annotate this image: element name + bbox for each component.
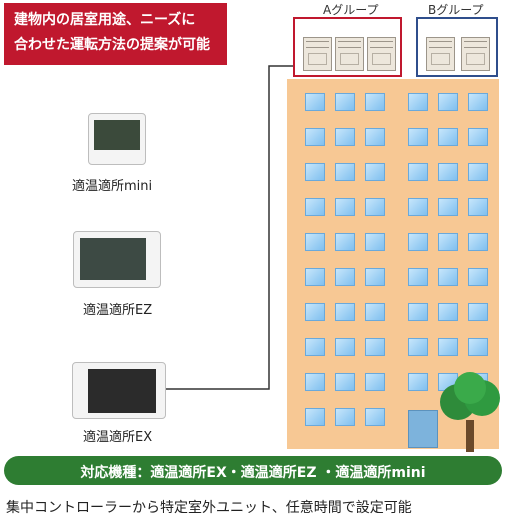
window <box>335 163 355 181</box>
group-b-label: Bグループ <box>428 3 484 17</box>
group-b-box <box>416 17 498 77</box>
window <box>365 163 385 181</box>
window <box>335 93 355 111</box>
window <box>408 163 428 181</box>
outdoor-unit-icon <box>461 37 490 71</box>
window <box>365 93 385 111</box>
window <box>305 303 325 321</box>
window <box>335 128 355 146</box>
window <box>335 198 355 216</box>
window <box>305 233 325 251</box>
device-label-mini: 適温適所mini <box>72 179 153 194</box>
supported-models-text: 対応機種：適温適所EX・適温適所EZ ・適温適所mini <box>80 465 426 481</box>
window <box>408 338 428 356</box>
window <box>408 373 428 391</box>
title-box: 建物内の居室用途、ニーズに 合わせた運転方法の提案が可能 <box>4 3 227 65</box>
window <box>468 268 488 286</box>
window <box>438 268 458 286</box>
window <box>408 93 428 111</box>
controller-mini-icon <box>88 113 146 165</box>
window <box>438 198 458 216</box>
controller-ex-icon <box>72 362 166 419</box>
window <box>468 163 488 181</box>
window <box>365 373 385 391</box>
outdoor-unit-icon <box>367 37 396 71</box>
window <box>408 268 428 286</box>
outdoor-unit-icon <box>303 37 332 71</box>
window <box>305 93 325 111</box>
outdoor-unit-icon <box>426 37 455 71</box>
window <box>365 233 385 251</box>
window <box>365 303 385 321</box>
window <box>365 198 385 216</box>
window <box>335 268 355 286</box>
device-label-ez: 適温適所EZ <box>83 303 153 318</box>
window <box>305 373 325 391</box>
footer-note: 集中コントローラーから特定室外ユニット、任意時間で設定可能 <box>6 500 412 516</box>
window <box>335 233 355 251</box>
window <box>438 93 458 111</box>
outdoor-unit-icon <box>335 37 364 71</box>
window <box>305 163 325 181</box>
window <box>335 373 355 391</box>
group-a-label: Aグループ <box>323 3 379 17</box>
device-label-ex: 適温適所EX <box>83 430 153 445</box>
window <box>365 408 385 426</box>
building-door <box>408 410 438 448</box>
window <box>305 128 325 146</box>
window <box>468 198 488 216</box>
supported-models-bar: 対応機種：適温適所EX・適温適所EZ ・適温適所mini <box>4 456 502 485</box>
window <box>468 303 488 321</box>
window <box>305 268 325 286</box>
title-line-1: 建物内の居室用途、ニーズに <box>14 12 196 28</box>
controller-ez-icon <box>73 231 161 288</box>
window <box>468 93 488 111</box>
group-a-box <box>293 17 402 77</box>
window <box>365 268 385 286</box>
window <box>408 303 428 321</box>
window <box>408 198 428 216</box>
title-line-2: 合わせた運転方法の提案が可能 <box>14 37 210 53</box>
window <box>468 338 488 356</box>
window <box>468 128 488 146</box>
window <box>438 233 458 251</box>
window <box>305 408 325 426</box>
window <box>438 338 458 356</box>
window <box>468 233 488 251</box>
window <box>335 338 355 356</box>
window <box>365 338 385 356</box>
tree-icon <box>440 372 500 452</box>
window <box>438 163 458 181</box>
window <box>335 303 355 321</box>
window <box>335 408 355 426</box>
window <box>438 128 458 146</box>
window <box>365 128 385 146</box>
window <box>408 128 428 146</box>
window <box>438 303 458 321</box>
window <box>305 198 325 216</box>
window <box>408 233 428 251</box>
window <box>305 338 325 356</box>
